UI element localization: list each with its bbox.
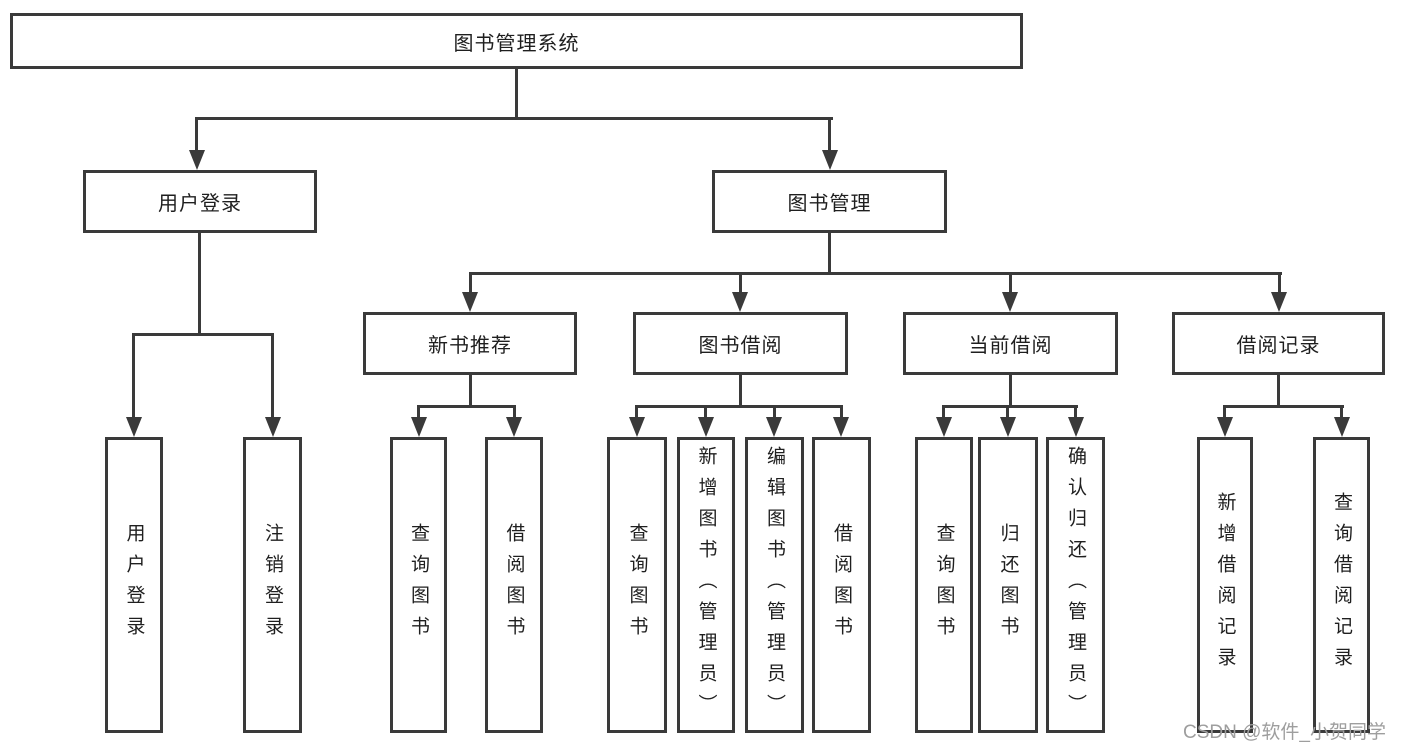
connector-line [635, 405, 638, 419]
arrow-down-icon [189, 150, 205, 170]
node-borrow-records: 借阅记录 [1172, 312, 1385, 375]
node-book-borrow: 图书借阅 [633, 312, 848, 375]
node-book-management: 图书管理 [712, 170, 947, 233]
connector-line [1340, 405, 1343, 419]
csdn-watermark: CSDN @软件_小贺同学 [1183, 722, 1386, 743]
connector-line [271, 333, 274, 419]
leaf-label: 归还图书 [997, 523, 1019, 647]
arrow-down-icon [506, 417, 522, 437]
leaf-return-books: 归还图书 [978, 437, 1038, 733]
leaf-label: 用户登录 [123, 523, 145, 647]
connector-line [1009, 272, 1012, 294]
arrow-down-icon [766, 417, 782, 437]
arrow-down-icon [698, 417, 714, 437]
connector-line [773, 405, 776, 419]
connector-line [635, 405, 843, 408]
leaf-borrow-books: 借阅图书 [812, 437, 871, 733]
connector-line [739, 375, 742, 408]
connector-line [1277, 375, 1280, 408]
connector-line [469, 272, 1282, 275]
connector-line [739, 272, 742, 294]
leaf-query-books-current: 查询图书 [915, 437, 973, 733]
connector-line [198, 233, 201, 336]
node-new-book-recommend: 新书推荐 [363, 312, 577, 375]
leaf-add-borrow-record: 新增借阅记录 [1197, 437, 1253, 733]
connector-line [513, 405, 516, 419]
leaf-label: 新增借阅记录 [1214, 492, 1236, 678]
connector-line [417, 405, 420, 419]
leaf-label: 借阅图书 [831, 523, 852, 647]
connector-line [195, 117, 198, 152]
node-label: 新书推荐 [428, 335, 512, 357]
node-user-login: 用户登录 [83, 170, 317, 233]
leaf-user-login: 用户登录 [105, 437, 163, 733]
arrow-down-icon [1000, 417, 1016, 437]
connector-line [942, 405, 945, 419]
arrow-down-icon [732, 292, 748, 312]
connector-line [469, 272, 472, 294]
connector-line [196, 117, 833, 120]
arrow-down-icon [1217, 417, 1233, 437]
node-label: 当前借阅 [968, 335, 1053, 357]
node-label: 借阅记录 [1236, 335, 1321, 357]
arrow-down-icon [833, 417, 849, 437]
connector-line [1074, 405, 1077, 419]
leaf-add-book-admin: 新增图书（管理员） [677, 437, 735, 733]
arrow-down-icon [629, 417, 645, 437]
leaf-label: 查询图书 [933, 523, 955, 647]
node-root-label: 图书管理系统 [453, 32, 580, 55]
connector-line [828, 117, 831, 152]
arrow-down-icon [936, 417, 952, 437]
connector-line [828, 233, 831, 275]
arrow-down-icon [1271, 292, 1287, 312]
node-label: 图书管理 [787, 193, 872, 215]
arrow-down-icon [1068, 417, 1084, 437]
node-label: 图书借阅 [698, 335, 783, 357]
connector-line [469, 375, 472, 408]
leaf-label: 查询借阅记录 [1331, 492, 1352, 678]
arrow-down-icon [1334, 417, 1350, 437]
arrow-down-icon [411, 417, 427, 437]
arrow-down-icon [265, 417, 281, 437]
arrow-down-icon [126, 417, 142, 437]
connector-line [515, 69, 518, 119]
connector-line [1278, 272, 1281, 294]
node-root: 图书管理系统 [10, 13, 1023, 69]
connector-line [1006, 405, 1009, 419]
leaf-edit-book-admin: 编辑图书（管理员） [745, 437, 804, 733]
leaf-confirm-return-admin: 确认归还（管理员） [1046, 437, 1105, 733]
node-current-borrow: 当前借阅 [903, 312, 1118, 375]
leaf-label: 查询图书 [626, 523, 648, 647]
leaf-label: 查询图书 [408, 523, 429, 647]
connector-line [840, 405, 843, 419]
leaf-label: 确认归还（管理员） [1065, 445, 1086, 725]
connector-line [1223, 405, 1226, 419]
connector-line [417, 405, 516, 408]
leaf-logout: 注销登录 [243, 437, 302, 733]
connector-line [1223, 405, 1344, 408]
leaf-label: 新增图书（管理员） [695, 445, 717, 725]
leaf-label: 编辑图书（管理员） [764, 445, 785, 725]
node-label: 用户登录 [158, 193, 242, 215]
leaf-label: 注销登录 [262, 523, 283, 647]
leaf-borrow-books-recommend: 借阅图书 [485, 437, 543, 733]
leaf-query-borrow-record: 查询借阅记录 [1313, 437, 1370, 733]
leaf-query-books-borrow: 查询图书 [607, 437, 667, 733]
connector-line [1009, 375, 1012, 408]
connector-line [942, 405, 1078, 408]
connector-line [132, 333, 274, 336]
arrow-down-icon [822, 150, 838, 170]
connector-line [132, 333, 135, 419]
leaf-query-books-recommend: 查询图书 [390, 437, 447, 733]
arrow-down-icon [462, 292, 478, 312]
connector-line [704, 405, 707, 419]
leaf-label: 借阅图书 [503, 523, 525, 647]
arrow-down-icon [1002, 292, 1018, 312]
